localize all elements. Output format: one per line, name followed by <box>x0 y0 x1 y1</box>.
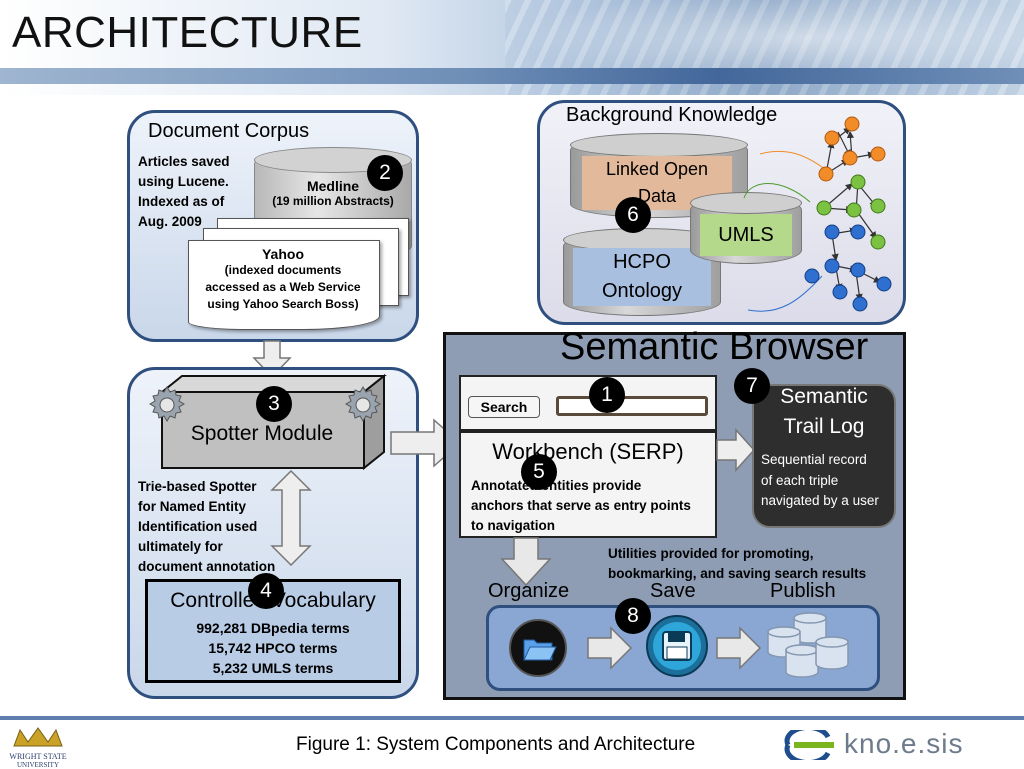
gear-icon <box>149 386 185 422</box>
spotter-module-box <box>159 373 387 471</box>
organize-label: Organize <box>488 580 570 602</box>
semantic-trail-log-title: Semantic Trail Log <box>780 385 868 438</box>
database-stack-icon[interactable] <box>764 612 860 682</box>
arrow-save-to-publish <box>716 626 762 670</box>
badge-6: 6 <box>615 197 651 233</box>
save-disk-icon[interactable] <box>645 614 709 678</box>
figure-caption: Figure 1: System Components and Architec… <box>296 734 696 755</box>
search-input[interactable] <box>556 396 708 416</box>
wright-state-logo: WRIGHT STATE UNIVERSITY <box>6 726 70 769</box>
knowledge-graph <box>743 116 892 312</box>
knoesis-emblem-icon <box>784 730 834 760</box>
background-knowledge-title: Background Knowledge <box>566 104 778 126</box>
document-corpus-title: Document Corpus <box>148 120 310 142</box>
workbench-panel <box>459 431 717 538</box>
umls-database-top <box>690 192 802 214</box>
arrow-spotter-vocabulary <box>270 470 312 566</box>
gear-icon <box>345 386 381 422</box>
controlled-vocabulary-items: 992,281 DBpedia terms 15,742 HPCO terms … <box>196 620 350 676</box>
folder-icon[interactable] <box>508 618 568 678</box>
badge-1: 1 <box>589 377 625 413</box>
badge-4: 4 <box>248 573 284 609</box>
footer-divider <box>0 716 1024 720</box>
spotter-module-label: Spotter Module <box>190 422 334 445</box>
badge-5: 5 <box>521 454 557 490</box>
yahoo-label: Yahoo (indexed documents accessed as a W… <box>205 246 361 311</box>
document-corpus-note: Articles saved using Lucene. Indexed as … <box>138 154 230 229</box>
yahoo-doc-front <box>188 240 380 330</box>
semantic-browser-title: Semantic Browser <box>560 326 869 368</box>
semantic-trail-log-panel <box>752 384 896 528</box>
medline-label: Medline (19 million Abstracts) <box>272 178 394 208</box>
hcpo-label-box: HCPO Ontology <box>573 248 711 306</box>
save-label: Save <box>650 580 696 602</box>
slide-title: ARCHITECTURE <box>12 8 363 57</box>
badge-3: 3 <box>256 386 292 422</box>
search-button[interactable]: Search <box>468 396 540 418</box>
publish-label: Publish <box>770 580 836 602</box>
arrow-organize-to-save <box>587 626 633 670</box>
lod-database-top <box>570 133 748 157</box>
utilities-note: Utilities provided for promoting, bookma… <box>608 546 867 581</box>
umls-label-box: UMLS <box>700 214 792 256</box>
badge-2: 2 <box>367 155 403 191</box>
spotter-note: Trie-based Spotter for Named Entity Iden… <box>138 479 276 574</box>
wright-state-emblem-icon <box>13 727 63 747</box>
arrow-workbench-to-trail <box>716 428 756 472</box>
badge-8: 8 <box>615 598 651 634</box>
arrow-workbench-to-organize <box>500 537 552 587</box>
semantic-trail-log-note: Sequential record of each triple navigat… <box>761 452 879 508</box>
workbench-title: Workbench (SERP) <box>492 439 684 464</box>
knoesis-logo: kno.e.sis <box>784 728 1014 762</box>
badge-7: 7 <box>734 368 770 404</box>
workbench-note: Annotated entities provide anchors that … <box>471 478 691 533</box>
header-band <box>0 68 1024 84</box>
